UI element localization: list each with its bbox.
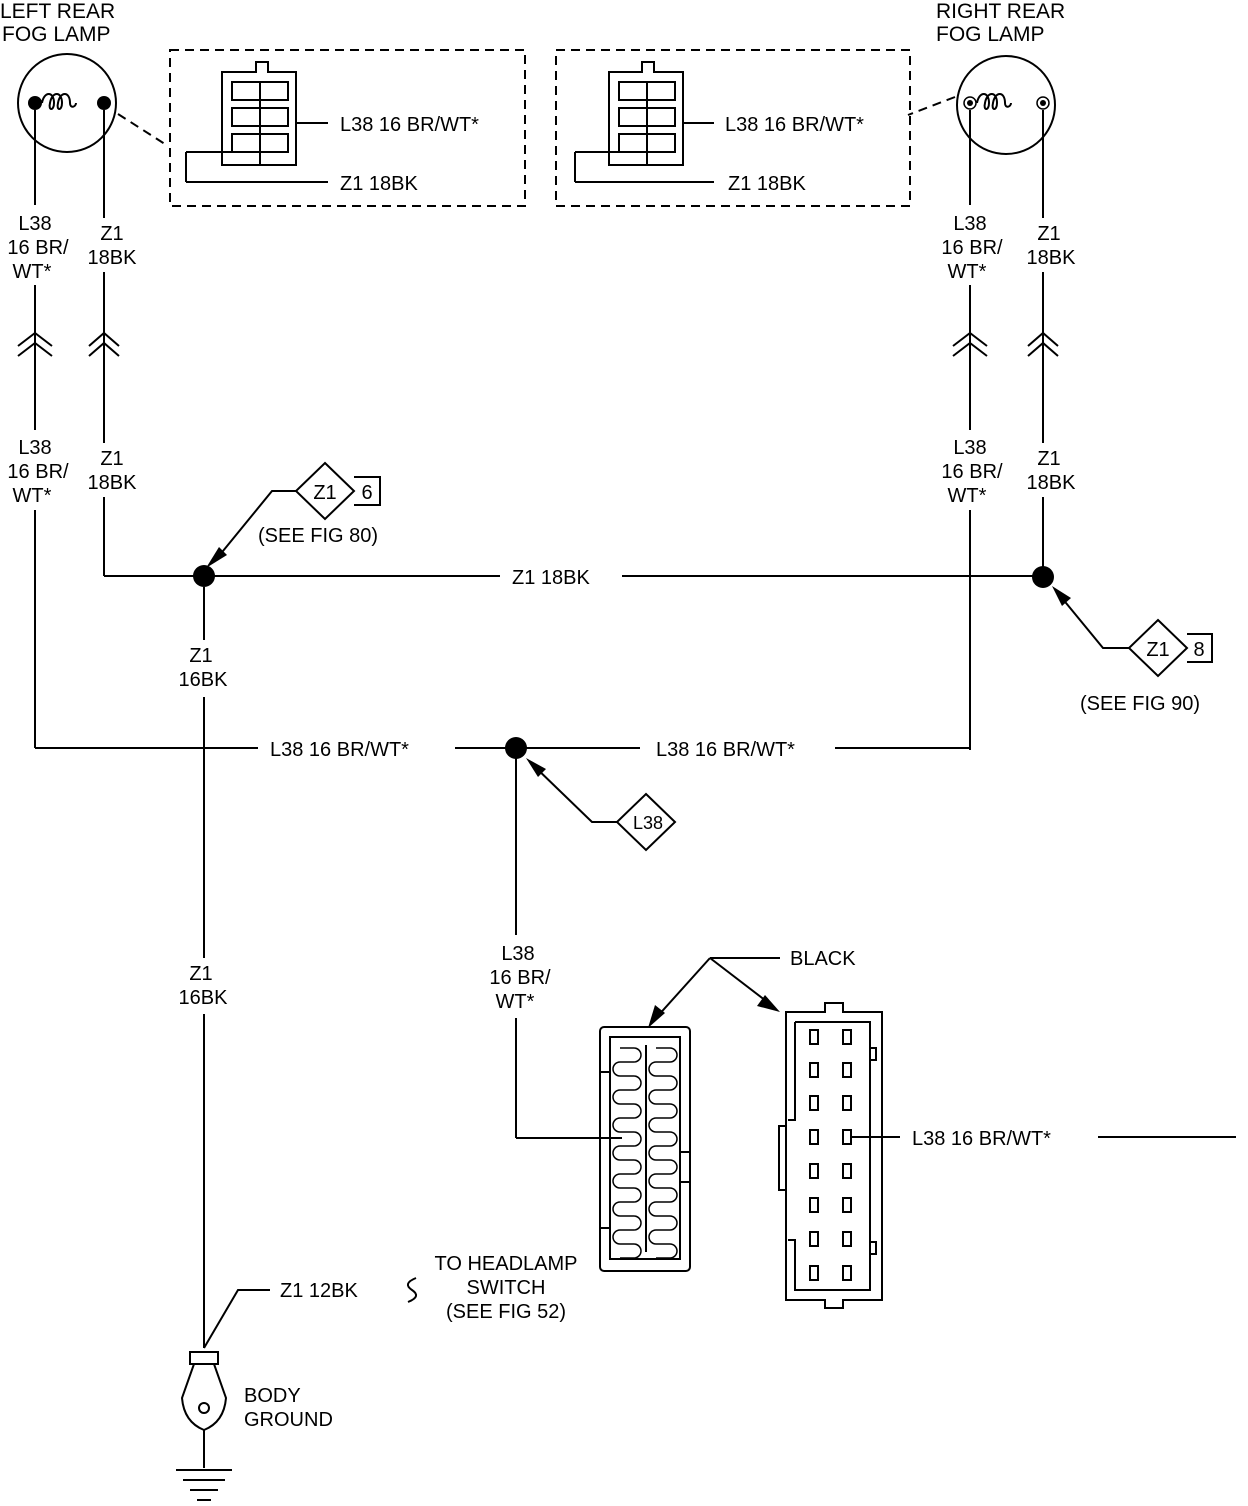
l38-drop-label-line1: L38 xyxy=(501,943,534,965)
right-z1-wire xyxy=(1027,110,1059,577)
left-fog-lamp-symbol xyxy=(17,53,169,153)
left-connector-z1-label: Z1 18BK xyxy=(340,173,418,195)
left-lamp-title-line1: LEFT REAR xyxy=(0,0,115,23)
left-lower-l38-label-line1: L38 xyxy=(18,437,51,459)
right-connector-l38-output-label: L38 16 BR/WT* xyxy=(912,1128,1051,1150)
right-lamp-title-line2: FOG LAMP xyxy=(936,23,1045,46)
see-fig-80-label: (SEE FIG 80) xyxy=(258,525,378,547)
left-lower-z1-label-line2: 18BK xyxy=(88,472,138,494)
l38-drop-label-line3: WT* xyxy=(496,991,535,1013)
right-upper-l38-label-line2: 16 BR/ xyxy=(941,237,1003,259)
left-upper-l38-label-line2: 16 BR/ xyxy=(7,237,69,259)
l38-drop-label-line2: 16 BR/ xyxy=(489,967,551,989)
see-fig-52-label: (SEE FIG 52) xyxy=(446,1301,566,1323)
right-lower-l38-label-line1: L38 xyxy=(953,437,986,459)
left-upper-z1-label-line1: Z1 xyxy=(100,223,123,245)
right-lamp-connector xyxy=(555,49,911,207)
left-lamp-connector xyxy=(169,49,526,207)
left-connector-l38-label: L38 16 BR/WT* xyxy=(340,114,479,136)
right-lower-l38-label-line2: 16 BR/ xyxy=(941,461,1003,483)
z1-16bk-upper-label-line1: Z1 xyxy=(189,645,212,667)
l38-bus-right-label: L38 16 BR/WT* xyxy=(656,739,795,761)
left-l38-wire xyxy=(17,110,53,748)
body-ground-label-line1: BODY xyxy=(244,1385,301,1407)
left-upper-l38-label-line3: WT* xyxy=(13,261,52,283)
headlamp-switch-connector-left xyxy=(599,1026,691,1272)
body-ground-symbol xyxy=(176,1351,232,1501)
headlamp-switch-connector-right xyxy=(778,1002,1236,1309)
left-lower-z1-label-line1: Z1 xyxy=(100,448,123,470)
right-splice-number: 8 xyxy=(1193,639,1204,661)
l38-drop-wire xyxy=(515,1018,622,1139)
right-lower-l38-label-line3: WT* xyxy=(948,485,987,507)
l38-splice-label: L38 xyxy=(633,813,663,833)
l38-horizontal-bus xyxy=(35,737,971,935)
black-connector-label: BLACK xyxy=(790,948,856,970)
right-l38-wire xyxy=(952,110,988,750)
left-upper-z1-label-line2: 18BK xyxy=(88,247,138,269)
right-upper-z1-label-line1: Z1 xyxy=(1037,223,1060,245)
right-fog-lamp-symbol xyxy=(907,55,1056,155)
to-headlamp-switch-line1: TO HEADLAMP xyxy=(435,1253,578,1275)
left-lamp-title-line2: FOG LAMP xyxy=(2,23,111,46)
left-lower-l38-label-line3: WT* xyxy=(13,485,52,507)
left-lower-l38-label-line2: 16 BR/ xyxy=(7,461,69,483)
l38-bus-left-label: L38 16 BR/WT* xyxy=(270,739,409,761)
body-ground-label-line2: GROUND xyxy=(244,1409,333,1431)
right-upper-l38-label-line3: WT* xyxy=(948,261,987,283)
to-headlamp-switch-line2: SWITCH xyxy=(467,1277,546,1299)
right-lower-z1-label-line1: Z1 xyxy=(1037,448,1060,470)
left-z1-splice-reference xyxy=(206,461,381,568)
left-splice-number: 6 xyxy=(361,482,372,504)
right-lower-z1-label-line2: 18BK xyxy=(1027,472,1077,494)
z1-12bk-wire xyxy=(203,1277,418,1349)
right-connector-l38-label: L38 16 BR/WT* xyxy=(725,114,864,136)
z1-12bk-label: Z1 12BK xyxy=(280,1280,358,1302)
right-z1-splice-dot xyxy=(1032,566,1054,588)
right-lamp-title-line1: RIGHT REAR xyxy=(936,0,1065,23)
left-z1-splice-dot xyxy=(193,565,215,587)
z1-16bk-lower-label-line2: 16BK xyxy=(179,987,229,1009)
right-z1-splice-reference xyxy=(1052,586,1213,678)
right-upper-z1-label-line2: 18BK xyxy=(1027,247,1077,269)
see-fig-90-label: (SEE FIG 90) xyxy=(1080,693,1200,715)
l38-splice-reference xyxy=(526,758,677,852)
black-label-leaders xyxy=(648,957,780,1028)
z1-16bk-upper-label-line2: 16BK xyxy=(179,669,229,691)
left-z1-wire xyxy=(88,110,120,576)
right-splice-z1-label: Z1 xyxy=(1146,639,1169,661)
right-connector-z1-label: Z1 18BK xyxy=(728,173,806,195)
left-upper-l38-label-line1: L38 xyxy=(18,213,51,235)
right-upper-l38-label-line1: L38 xyxy=(953,213,986,235)
left-splice-z1-label: Z1 xyxy=(313,482,336,504)
z1-horizontal-bus xyxy=(104,565,1054,588)
z1-bus-label: Z1 18BK xyxy=(512,567,590,589)
z1-16bk-lower-label-line1: Z1 xyxy=(189,963,212,985)
